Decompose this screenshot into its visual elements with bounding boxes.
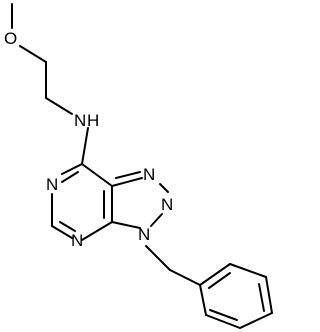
bond-ch2-nh [45,97,73,115]
bond-n3-ch2 [145,245,171,271]
bond-ph-2 [229,263,267,278]
bond-ph-1 [199,263,231,286]
bond-n2-n3 [150,213,163,227]
bond-ph-inner-1 [208,272,231,289]
bond-ph-5 [205,314,241,329]
pyrimidine-nitrogen-b-label: N [71,231,83,250]
oxygen-label: O [4,29,17,48]
bond-c7a-c7 [81,163,113,187]
bond-ph-3 [265,276,273,314]
bond-c5-nb [51,225,73,239]
bond-c7a-n1-double [115,171,141,179]
bond-ph-4 [239,312,273,329]
bond-c7a-n1 [111,177,143,187]
bond-c5-nb-double [59,221,76,232]
molecule-diagram: O N H N N N N N [4,3,273,329]
triazole-nitrogen-2-label: N [161,195,173,214]
amine-nitrogen-label: N [74,111,86,130]
bond-ch2-phenyl [169,269,201,286]
bond-ph-inner-2 [258,283,265,312]
bond-ph-inner-3 [209,309,238,321]
triazole-nitrogen-3-label: N [138,225,150,244]
bond-n3-c3a [111,221,141,229]
bond-nb-c3a [81,221,113,241]
bond-c7-na-double [61,171,79,183]
bond-o-ch2 [19,45,47,63]
structure-svg: O N H N N N N N [4,3,273,329]
triazole-nitrogen-1-label: N [143,165,155,184]
bond-ph-6 [199,284,207,316]
bond-nh-c7 [81,127,89,165]
bond-c7-na [61,163,83,175]
pyrimidine-nitrogen-a-label: N [46,175,58,194]
bond-n1-n2 [159,183,169,193]
amine-hydrogen-label: H [87,111,99,130]
